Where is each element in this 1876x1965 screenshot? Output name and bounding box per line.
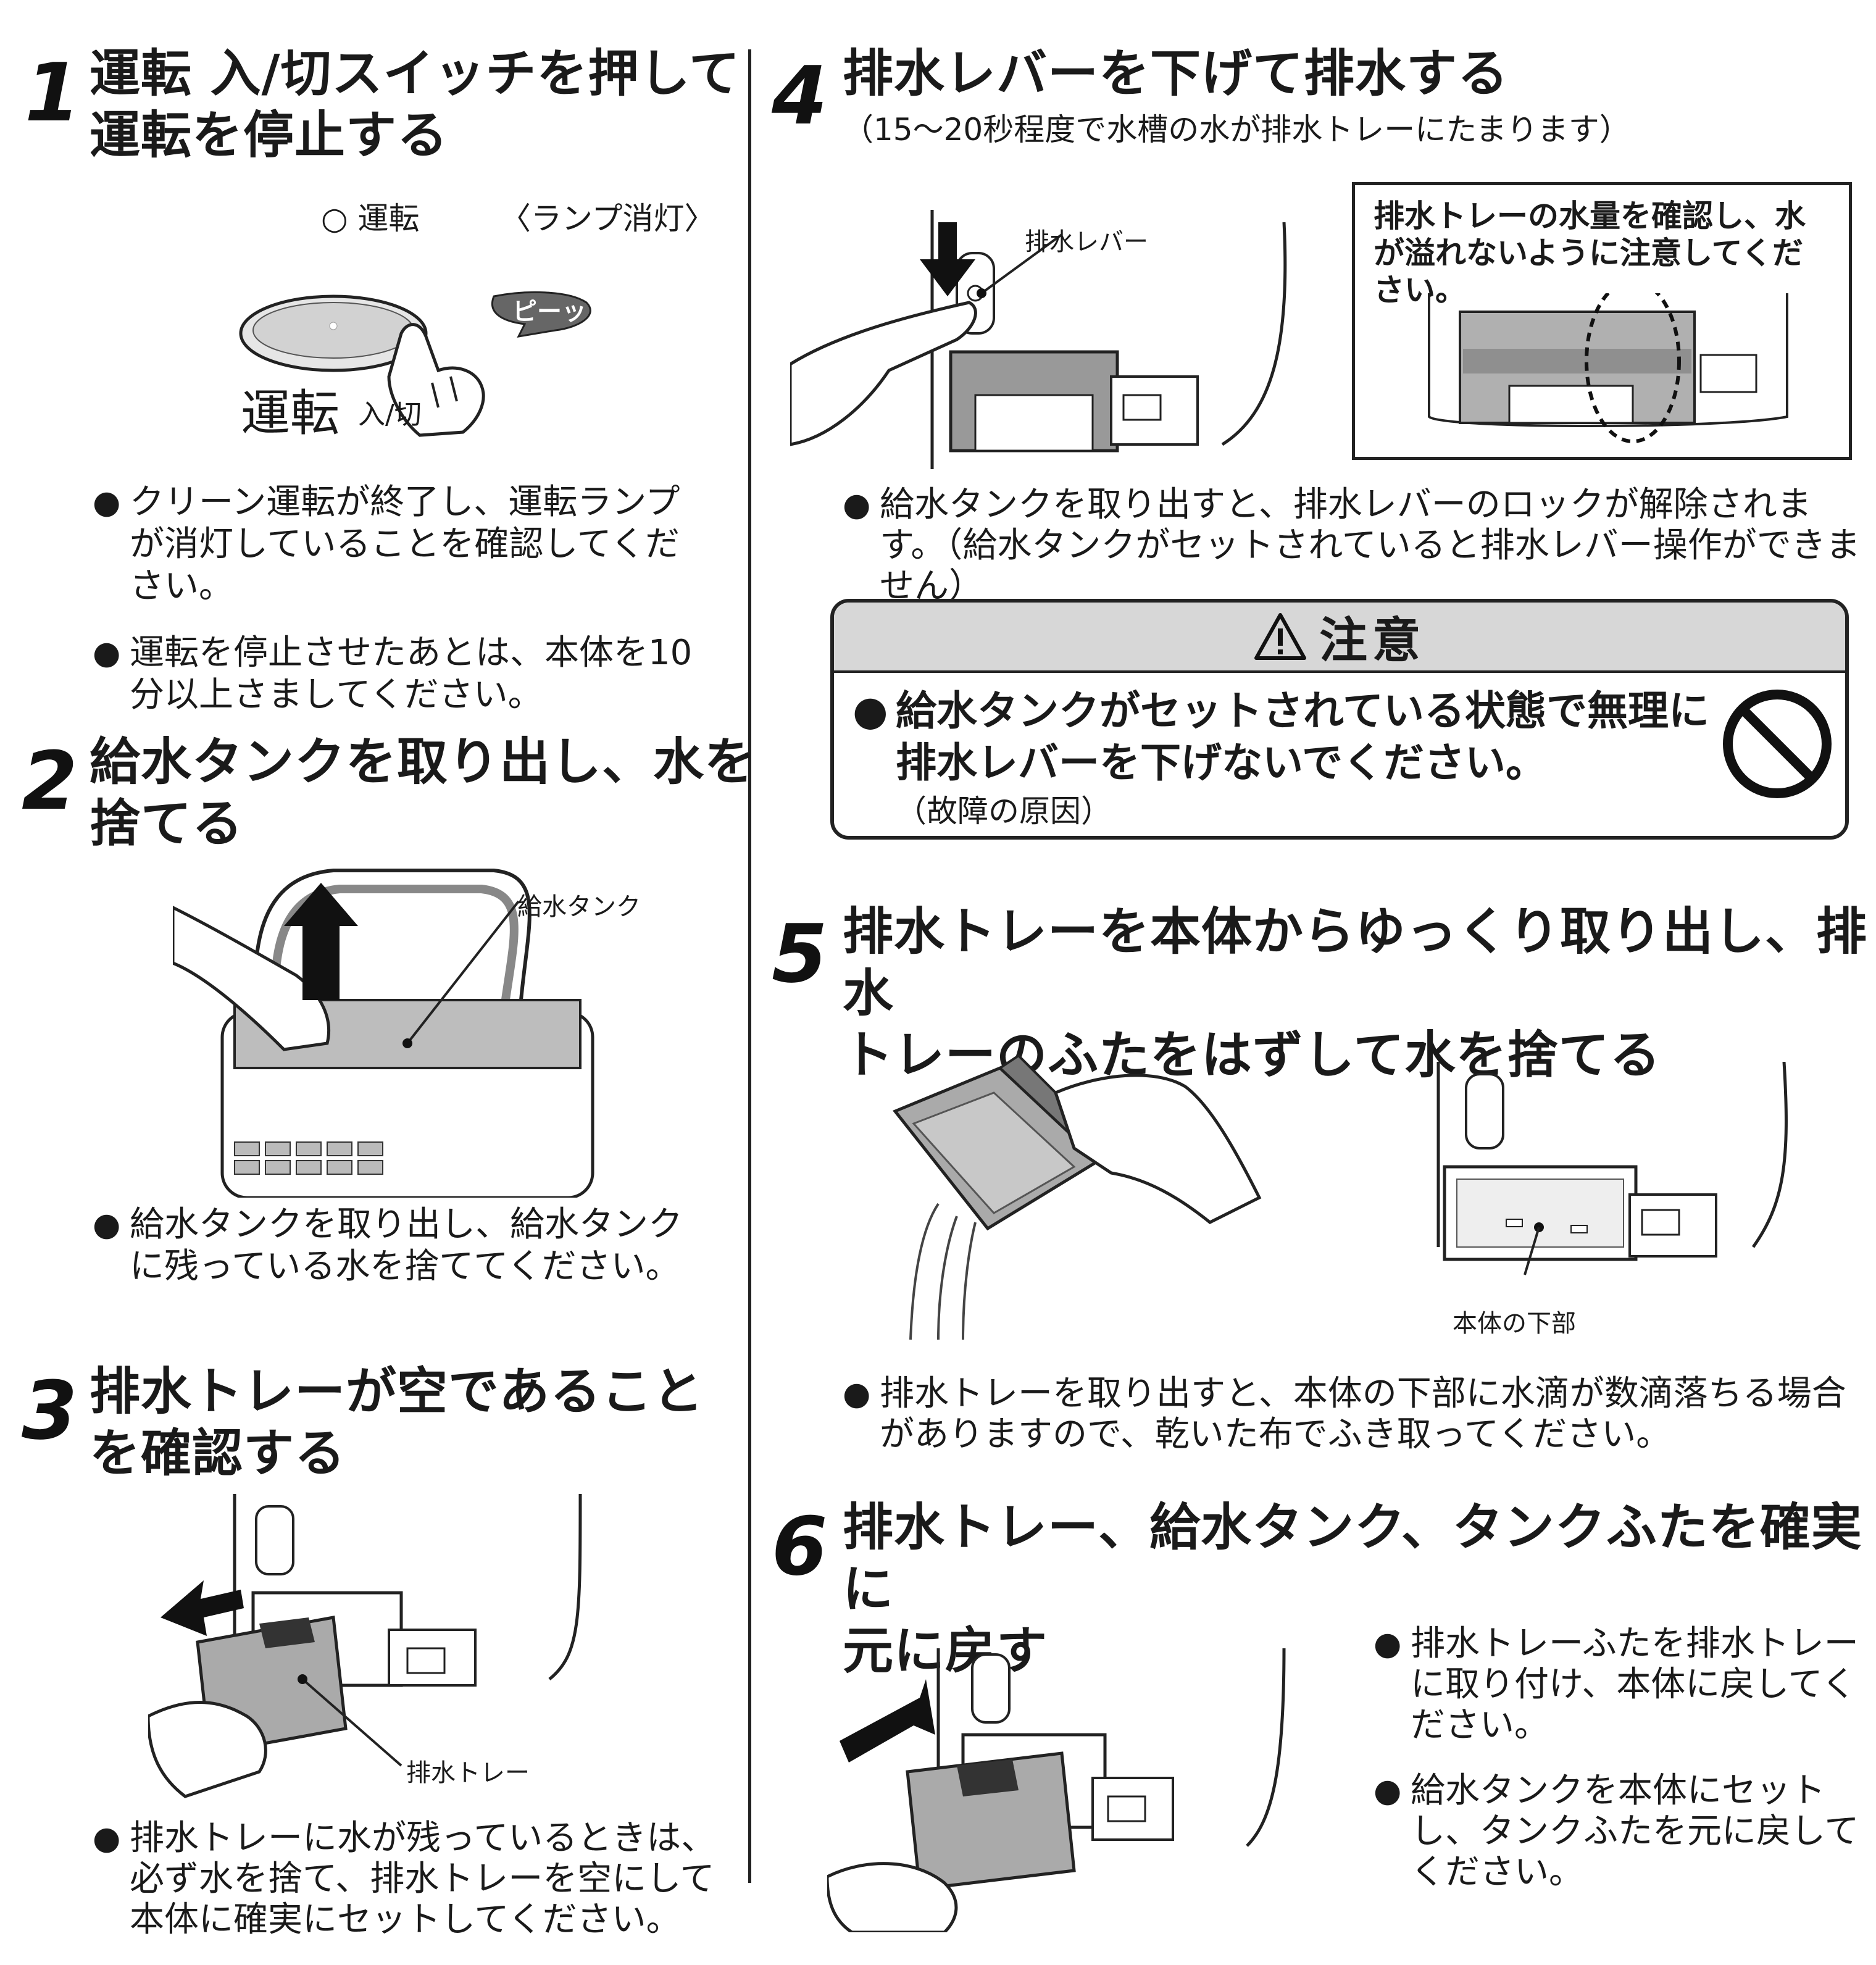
step6-title: 排水トレー、給水タンク、タンクふたを確実に 元に戻す <box>843 1498 1862 1680</box>
reinstall-tray-figure <box>827 1648 1286 1932</box>
step4-title: 排水レバーを下げて排水する <box>843 44 1509 103</box>
step4-subtitle: （15〜20秒程度で水槽の水が排水トレーにたまります） <box>843 112 1630 148</box>
step6-bullets: 排水トレーふたを排水トレーに取り付け、本体に戻してください。 給水タンクを本体に… <box>1374 1624 1867 1917</box>
drain-tray-check-figure <box>148 1494 582 1798</box>
step4-bullet: 給水タンクを取り出すと、排水レバーのロックが解除されます。（給水タンクがセットさ… <box>843 485 1867 607</box>
caution-header: 注意 <box>834 603 1845 673</box>
step3-bullets: 排水トレーに水が残っているときは、必ず水を捨て、排水トレーを空にして本体に確実に… <box>93 1818 728 1965</box>
step6-bullet: 給水タンクを本体にセットし、タンクふたを元に戻してください。 <box>1374 1771 1867 1893</box>
lever-label: 排水レバー <box>1025 228 1148 256</box>
bottom-label: 本体の下部 <box>1453 1309 1576 1338</box>
step2-bullet: 給水タンクを取り出し、給水タンクに残っている水を捨ててください。 <box>93 1204 710 1288</box>
beep-text: ピーッ <box>512 298 586 326</box>
check-text: 排水トレーの水量を確認し、水が溢れないように注意してください。 <box>1374 198 1806 308</box>
step2-bullets: 給水タンクを取り出し、給水タンクに残っている水を捨ててください。 <box>93 1204 710 1312</box>
caution-title: 注意 <box>1319 613 1425 669</box>
step2-number: 2 <box>22 734 78 828</box>
button-label-sub: 入/切 <box>358 399 422 430</box>
tank-label: 給水タンク <box>517 893 641 921</box>
caution-text: 給水タンクがセットされている状態で無理に排水レバーを下げないでください。 <box>853 685 1729 789</box>
step5-number: 5 <box>772 907 828 1001</box>
tray-label: 排水トレー <box>406 1759 530 1787</box>
lamp-note: 〈ランプ消灯〉 <box>500 201 715 236</box>
prohibited-icon <box>1723 690 1832 798</box>
step5-bullets: 排水トレーを取り出すと、本体の下部に水滴が数滴落ちる場合がありますので、乾いた布… <box>843 1374 1867 1480</box>
caution-note: （故障の原因） <box>896 793 1112 829</box>
step2-title: 給水タンクを取り出し、水を 捨てる <box>90 733 756 853</box>
step3-number: 3 <box>22 1364 78 1458</box>
water-tank-figure <box>173 869 594 1198</box>
button-label-main: 運転 <box>241 385 340 442</box>
step1-bullet: クリーン運転が終了し、運転ランプが消灯していることを確認してください。 <box>93 482 704 607</box>
step1-bullets: クリーン運転が終了し、運転ランプが消灯していることを確認してください。 運転を停… <box>93 482 704 741</box>
caution-body: 給水タンクがセットされている状態で無理に排水レバーを下げないでください。 （故障… <box>834 673 1845 836</box>
step4-number: 4 <box>772 49 828 143</box>
step3-title: 排水トレーが空であること を確認する <box>90 1362 704 1483</box>
drain-lever-figure <box>790 210 1287 469</box>
caution-box: 注意 給水タンクがセットされている状態で無理に排水レバーを下げないでください。 … <box>830 599 1849 840</box>
step1-title: 運転 入/切スイッチを押して 運転を停止する <box>90 44 741 165</box>
step3-bullet: 排水トレーに水が残っているときは、必ず水を捨て、排水トレーを空にして本体に確実に… <box>93 1818 728 1940</box>
empty-tray-figure <box>892 1054 1262 1340</box>
step1-bullet: 運転を停止させたあとは、本体を10分以上さましてください。 <box>93 632 704 716</box>
tray-water-level-figure <box>1428 293 1788 443</box>
power-button-figure: ピーッ <box>239 291 591 437</box>
unit-bottom-figure <box>1436 1062 1788 1275</box>
warning-triangle-icon <box>1254 613 1306 660</box>
column-divider <box>748 49 751 1883</box>
water-level-check-box: 排水トレーの水量を確認し、水が溢れないように注意してください。 <box>1352 182 1852 460</box>
lamp-indicator: ○ 運転 <box>321 201 420 236</box>
step6-bullet: 排水トレーふたを排水トレーに取り付け、本体に戻してください。 <box>1374 1624 1867 1746</box>
step1-number: 1 <box>25 46 81 140</box>
step5-title: 排水トレーを本体からゆっくり取り出し、排水 トレーのふたをはずして水を捨てる <box>843 903 1868 1085</box>
step5-bullet: 排水トレーを取り出すと、本体の下部に水滴が数滴落ちる場合がありますので、乾いた布… <box>843 1374 1867 1455</box>
step6-number: 6 <box>772 1500 828 1593</box>
